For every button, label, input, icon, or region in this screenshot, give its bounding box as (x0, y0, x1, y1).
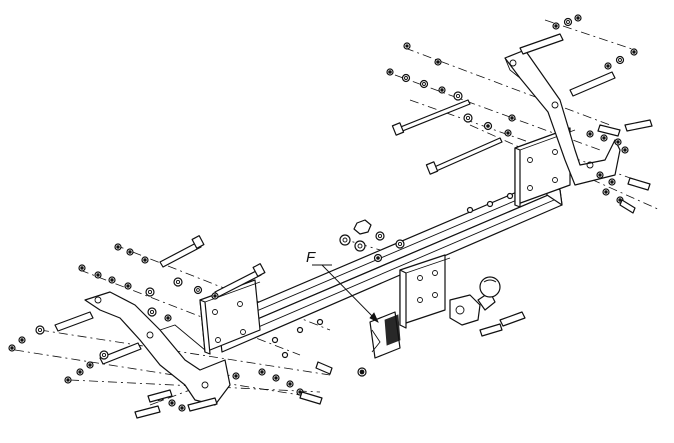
centre-mount-plate (399, 254, 451, 329)
fasteners (8, 14, 653, 419)
right-end-plate (514, 127, 576, 208)
left-side-bracket (84, 291, 231, 406)
tow-ball-assembly (449, 276, 501, 326)
long-bolts (54, 33, 616, 365)
socket-plate (357, 311, 401, 377)
callout-f: F (306, 249, 379, 323)
callout-f-label: F (306, 249, 316, 266)
assembly-axes (14, 19, 661, 406)
